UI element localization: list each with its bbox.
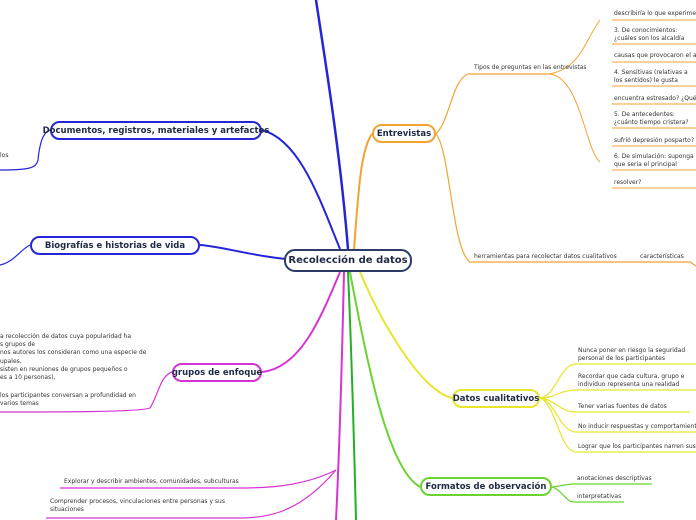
branch-observacion-1	[60, 469, 337, 489]
grupos-desc-1: s grupos de	[0, 341, 36, 348]
branch-biografias-left	[0, 244, 31, 266]
branch-grupos	[261, 271, 341, 373]
datos-item-1[interactable]: Recordar que cada cultura, grupo e indiv…	[578, 373, 685, 390]
formatos-item-0[interactable]: anotaciones descriptivas	[577, 475, 652, 482]
label-herramientas[interactable]: herramientas para recolectar datos cuali…	[474, 253, 617, 260]
branch-caracteristicas	[608, 261, 696, 267]
grupos-desc-2: nos autores los consideran como una espe…	[0, 349, 147, 356]
question-line-0[interactable]: describiría lo que experimentó	[614, 10, 696, 17]
datos-item-4[interactable]: Lograr que los participantes narren sus …	[578, 443, 696, 450]
branch-observacion	[335, 271, 345, 520]
branch-formatos	[349, 271, 421, 488]
branch-tipos	[435, 73, 548, 135]
formatos-item-1[interactable]: interpretativas	[577, 493, 622, 500]
topic-grupos[interactable]: grupos de enfoque	[172, 363, 262, 382]
datos-connectors	[539, 363, 696, 453]
topic-biografias[interactable]: Biografías e historias de vida	[30, 236, 200, 255]
grupos-desc-5: es a 10 personas),	[0, 374, 56, 381]
datos-item-0[interactable]: Nunca poner en riesgo la seguridad perso…	[578, 347, 686, 363]
question-underlines	[612, 19, 696, 189]
branch-datos	[359, 271, 453, 399]
question-line-4[interactable]: encuentra estresado? ¿Qué vio	[614, 95, 696, 102]
grupos-desc-3: upales,	[0, 358, 22, 365]
question-line-2[interactable]: causas que provocaron el alcoholism	[614, 52, 696, 59]
question-line-8[interactable]: resolver?	[614, 179, 642, 186]
topic-documentos[interactable]: Documentos, registros, materiales y arte…	[43, 121, 269, 140]
grupos-desc-8: varios temas	[0, 400, 39, 407]
branch-herramientas	[435, 133, 608, 263]
branch-preguntas	[547, 19, 601, 163]
datos-item-3[interactable]: No inducir respuestas y comportamientos …	[578, 423, 696, 430]
branch-observacion-2	[46, 469, 337, 519]
branch-entrevistas	[353, 133, 373, 250]
formatos-connectors	[551, 483, 652, 503]
question-line-1[interactable]: 3. De conocimientos: ¿cuáles son los alc…	[614, 27, 685, 44]
grupos-desc-0: a recolección de datos cuya popularidad …	[0, 333, 132, 340]
label-caracteristicas[interactable]: características	[640, 253, 684, 260]
branch-documentos-left	[0, 129, 51, 171]
question-line-7[interactable]: 6. De simulación: suponga que seria el p…	[614, 153, 694, 170]
question-line-6[interactable]: sufrió depresión posparto?	[614, 137, 695, 144]
grupos-desc-4: sisten en reuniones de grupos pequeños o	[0, 366, 128, 373]
question-line-3[interactable]: 4. Sensitivas (relativas a los sentidos)…	[614, 69, 688, 86]
documentos-left-fragment[interactable]: los	[0, 152, 9, 159]
branch-bottom-green	[347, 271, 357, 520]
topic-datos-cualitativos[interactable]: Datos cualitativos	[452, 389, 540, 408]
branch-documentos	[261, 129, 341, 250]
topic-entrevistas[interactable]: Entrevistas	[372, 124, 436, 143]
topic-formatos[interactable]: Formatos de observación	[420, 477, 552, 496]
datos-item-2[interactable]: Tener varias fuentes de datos	[578, 403, 667, 410]
root-node[interactable]: Recolección de datos	[284, 249, 412, 272]
question-line-5[interactable]: 5. De antecedentes: ¿cuánto tiempo crist…	[614, 111, 689, 128]
observacion-item-1[interactable]: Comprender procesos, vinculaciones entre…	[50, 498, 225, 514]
branch-grupos-left	[0, 371, 173, 413]
branch-top-blue	[314, 0, 350, 250]
grupos-desc-7: los participantes conversan a profundida…	[0, 392, 136, 399]
observacion-item-0[interactable]: Explorar y describir ambientes, comunida…	[64, 478, 239, 485]
label-tipos-preguntas[interactable]: Tipos de preguntas en las entrevistas	[474, 64, 587, 71]
